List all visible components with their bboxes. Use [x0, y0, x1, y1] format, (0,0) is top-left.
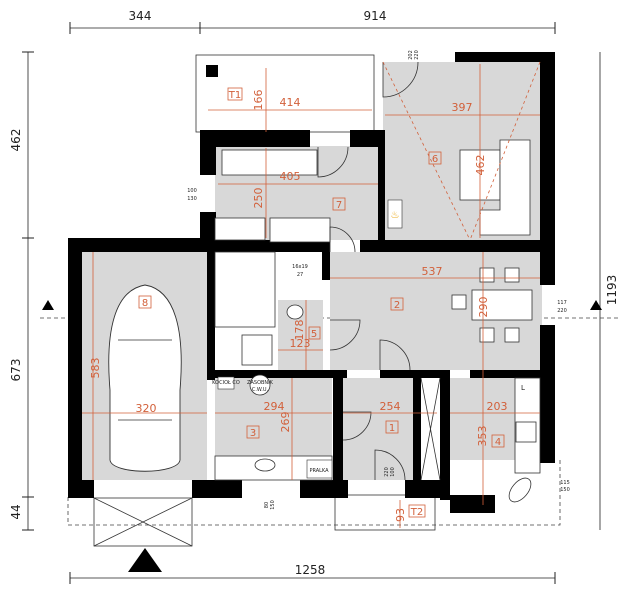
- dim-r1-width: 254: [380, 400, 401, 413]
- stove-icon: [515, 421, 537, 443]
- room-3-label: 3: [250, 428, 256, 439]
- boiler: [217, 376, 235, 390]
- dim-t2-depth: 93: [394, 508, 407, 522]
- room-2-label: 2: [394, 300, 400, 311]
- inner-dimension-lines: [82, 64, 540, 528]
- svg-text:100: 100: [187, 188, 197, 194]
- fireplace: [387, 199, 403, 229]
- room-7-label: 7: [336, 200, 342, 211]
- dim-r6-depth: 462: [474, 155, 487, 176]
- bed: [221, 149, 318, 176]
- room-1-label: 1: [389, 423, 395, 434]
- room-5-label: 5: [311, 329, 317, 340]
- room-6-label: 6: [432, 154, 438, 165]
- dim-top-2: 914: [364, 9, 387, 23]
- kitchen-sink: [508, 477, 532, 503]
- washer-label: PRALKA: [309, 468, 329, 474]
- svg-text:80: 80: [264, 502, 270, 508]
- room-labels: 1 2 3 4 5 6 7 8 T1 T2: [138, 87, 505, 518]
- toilet: [286, 304, 304, 320]
- terrace-t1-label: T1: [228, 90, 241, 101]
- stairs: [214, 251, 276, 328]
- dim-t1-width: 414: [280, 96, 301, 109]
- dim-r4-depth: 353: [476, 426, 489, 447]
- dim-r6-width: 397: [452, 101, 473, 114]
- annotations: 16x19 27 100 130 117 220 202 220 220 100…: [187, 50, 570, 510]
- room-4-label: 4: [495, 437, 501, 448]
- furniture: ♨: [108, 61, 541, 503]
- terrace-t1: [195, 54, 375, 133]
- dim-r3-depth: 269: [279, 412, 292, 433]
- svg-text:150: 150: [270, 500, 276, 510]
- svg-text:115: 115: [560, 480, 570, 486]
- dim-left-2: 673: [9, 359, 23, 382]
- dim-r3-width: 294: [264, 400, 285, 413]
- dim-r2-depth: 290: [477, 297, 490, 318]
- dim-r5-width: 123: [290, 337, 311, 350]
- wardrobe: [214, 217, 266, 241]
- tank-label-1: ZASOBNIK: [247, 380, 274, 386]
- room-8-label: 8: [142, 298, 148, 309]
- svg-text:150: 150: [560, 487, 570, 493]
- dim-r7-depth: 250: [252, 188, 265, 209]
- dim-r8-depth: 583: [89, 358, 102, 379]
- sink: [254, 458, 276, 472]
- walls: [68, 52, 555, 513]
- section-marker-icon: [128, 548, 162, 572]
- car-icon: [108, 284, 182, 472]
- dim-left-3: 44: [9, 504, 23, 519]
- dim-t1-depth: 166: [252, 90, 265, 111]
- fridge-label: L: [521, 384, 525, 392]
- dim-r5-depth: 178: [293, 320, 306, 341]
- terrace-t2-label: T2: [410, 507, 423, 518]
- stairs-label: 16x19: [292, 264, 308, 270]
- dim-r2-width: 537: [422, 265, 443, 278]
- dining-table: [471, 289, 533, 321]
- fire-icon: ♨: [391, 210, 400, 221]
- svg-text:130: 130: [187, 196, 197, 202]
- washer: [306, 459, 333, 479]
- dim-right: 1193: [605, 275, 619, 306]
- hot-water-tank: [249, 374, 271, 396]
- shower: [241, 334, 273, 366]
- terrace-t2: [334, 494, 436, 531]
- dim-r4-width: 203: [487, 400, 508, 413]
- svg-text:220: 220: [557, 308, 567, 314]
- svg-text:202: 202: [408, 50, 414, 60]
- desk: [269, 217, 331, 243]
- stairs-depth-label: 27: [297, 272, 303, 278]
- svg-text:220: 220: [414, 50, 420, 60]
- svg-text:220: 220: [384, 467, 390, 477]
- dim-top-1: 344: [129, 9, 152, 23]
- dim-left-1: 462: [9, 129, 23, 152]
- dim-r8-width: 320: [136, 402, 157, 415]
- boiler-label: KOCIOŁ CO: [212, 380, 240, 386]
- dim-bottom: 1258: [295, 563, 326, 577]
- dim-r7-width: 405: [280, 170, 301, 183]
- svg-text:117: 117: [557, 300, 567, 306]
- svg-text:100: 100: [390, 467, 396, 477]
- tank-label-2: C.W.U.: [252, 387, 269, 393]
